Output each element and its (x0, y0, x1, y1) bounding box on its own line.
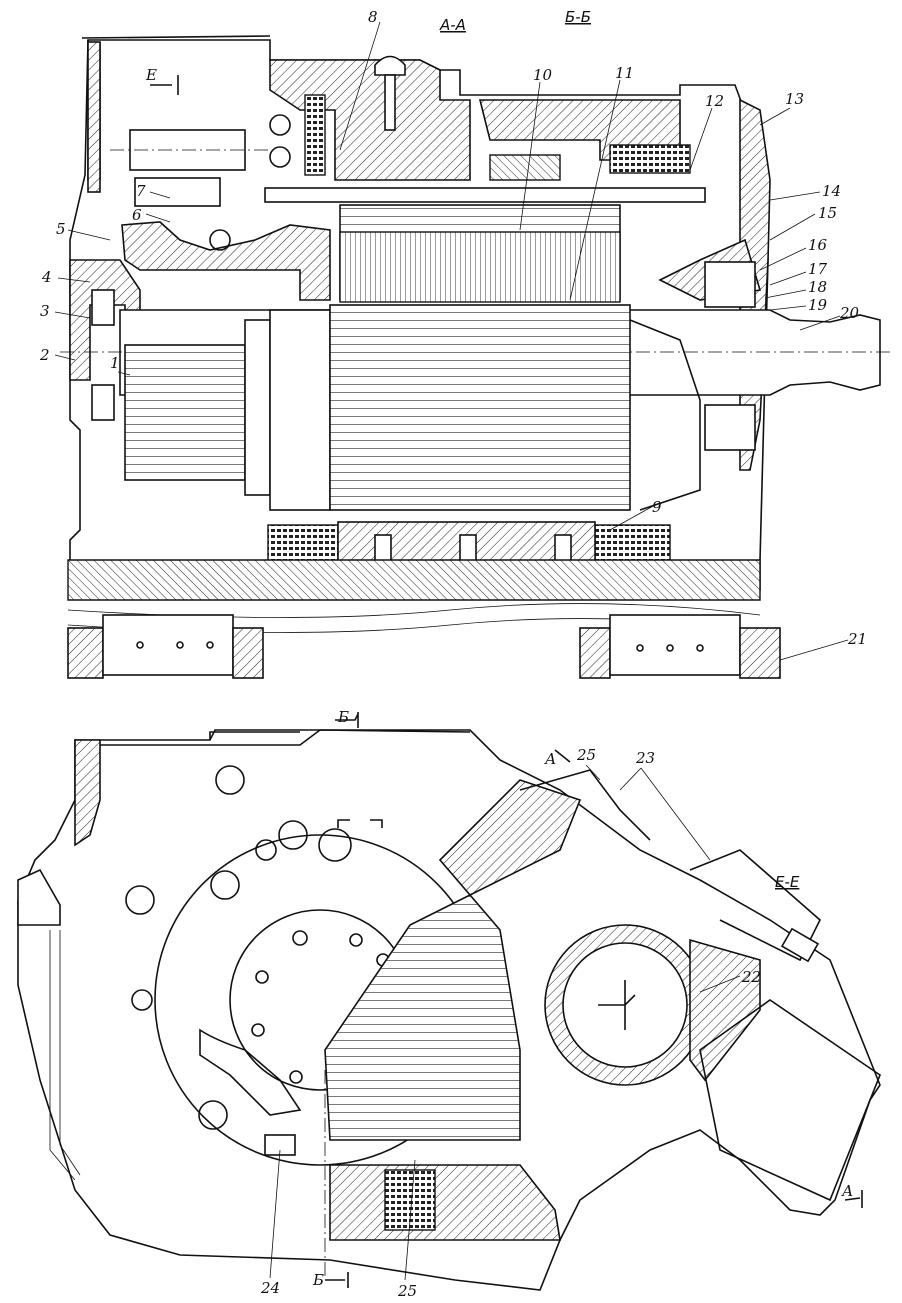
longitudinal-section (60, 35, 890, 679)
bolt-holes (125, 765, 352, 1130)
axle-bushing-left (102, 614, 234, 676)
commutator-sleeve (244, 319, 271, 496)
section-bb-label: Б-Б (565, 8, 591, 26)
callout-10: 10 (533, 66, 553, 84)
pole-section (329, 1164, 561, 1241)
suspension-nose (17, 868, 61, 926)
armature-core (329, 304, 631, 511)
callout-17: 17 (808, 260, 828, 278)
armature-end (269, 309, 331, 511)
section-a-bottom-label: А (841, 1182, 853, 1200)
rear-winding-end (629, 319, 701, 511)
callout-12: 12 (705, 92, 724, 110)
main-pole-coil (304, 94, 326, 176)
callout-9: 9 (652, 498, 662, 516)
armature-section (324, 894, 521, 1141)
side-cover (49, 930, 81, 1181)
callout-11: 11 (615, 64, 634, 82)
callout-2: 2 (39, 346, 50, 364)
callout-4: 4 (41, 268, 52, 286)
commutator (124, 344, 246, 481)
callout-13: 13 (785, 90, 804, 108)
callout-19: 19 (808, 296, 828, 314)
callout-20: 20 (839, 304, 860, 322)
frame-wall-top-left (74, 739, 101, 847)
gear-case (699, 999, 881, 1202)
section-mark-frame (337, 819, 383, 828)
callout-5: 5 (56, 220, 66, 238)
brush-holder (134, 177, 221, 207)
bolt-head (374, 55, 406, 76)
armature-slots (339, 231, 621, 303)
terminal-box (780, 927, 820, 963)
callout-25-top: 25 (576, 746, 596, 764)
housing-bottom (67, 559, 761, 601)
callout-22: 22 (741, 968, 761, 986)
pole-shoe (489, 154, 561, 181)
callout-25-bottom: 25 (397, 1282, 417, 1300)
callout-21: 21 (847, 630, 867, 648)
rib (199, 1028, 302, 1116)
callout-15: 15 (818, 204, 837, 222)
bottom-view-labels: Б Б А А Е-Е 22 23 24 25 25 (260, 708, 853, 1300)
callout-23: 23 (635, 749, 655, 767)
axle-center-mark (598, 980, 636, 1030)
front-wall (87, 41, 101, 193)
lower-coil-left (267, 524, 339, 564)
front-bearing-lower (91, 384, 115, 421)
upper-pole-section (438, 779, 582, 896)
section-b-bottom-label: Б (312, 1271, 324, 1289)
section-b-top-marker (335, 712, 359, 728)
callout-14: 14 (822, 182, 841, 200)
callout-7: 7 (136, 182, 146, 200)
cable-guide (519, 769, 651, 841)
section-a-bottom-arrow (844, 1190, 863, 1208)
frame-outline (17, 729, 881, 1291)
top-view-labels: А-А Б-Б Е 1 2 3 4 5 6 7 8 9 10 11 12 13 … (39, 8, 867, 661)
terminal-lead (689, 849, 821, 962)
bolt-shank (384, 74, 396, 131)
compensating-coil (609, 144, 691, 174)
axle-bearing-right (579, 627, 611, 679)
callout-16: 16 (808, 236, 828, 254)
section-e-marker: Е (145, 66, 157, 84)
axle-bearing-left (67, 627, 104, 679)
rear-bearing-lower (704, 404, 756, 451)
callout-3: 3 (40, 302, 50, 320)
callout-8: 8 (368, 8, 378, 26)
armature-band (264, 187, 706, 203)
section-b-top-label: Б (337, 708, 349, 726)
top-cover (100, 729, 471, 746)
axle-cap (689, 938, 761, 1082)
callout-18: 18 (808, 278, 827, 296)
brush-rocker (121, 221, 331, 301)
section-a-top-label: А (544, 750, 556, 768)
lower-coil-right (594, 524, 671, 564)
callout-6: 6 (132, 206, 142, 224)
main-pole-core (269, 59, 471, 181)
callout-24: 24 (260, 1279, 280, 1297)
front-bearing (91, 289, 115, 326)
callout-1: 1 (110, 354, 120, 372)
rear-bearing (704, 261, 756, 308)
section-a-top-arrow (554, 749, 571, 763)
axle-bushing-right (609, 614, 741, 676)
cross-section (17, 712, 881, 1291)
section-aa-label: А-А (439, 16, 466, 34)
section-b-bottom-marker (325, 1272, 349, 1288)
section-ee-label: Е-Е (775, 873, 800, 891)
